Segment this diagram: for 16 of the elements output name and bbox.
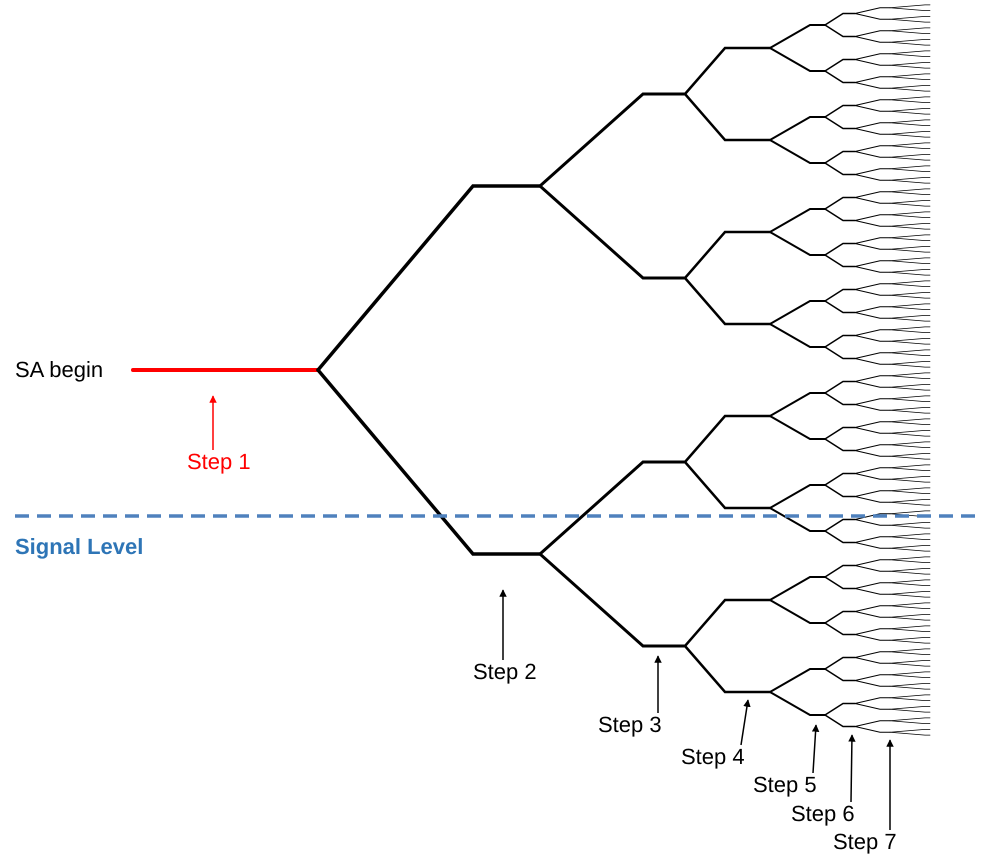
step-label: Step 6 xyxy=(791,802,855,826)
arrow xyxy=(812,724,820,774)
step-label: Step 4 xyxy=(681,745,745,770)
step-label: Step 1 xyxy=(187,450,251,474)
step-label: Step 5 xyxy=(753,773,817,798)
step-label: Step 7 xyxy=(833,830,897,854)
arrow xyxy=(209,395,217,450)
step-label: Step 3 xyxy=(598,713,662,738)
start-label: SA begin xyxy=(15,358,104,382)
arrow xyxy=(740,699,751,746)
arrow xyxy=(848,734,856,802)
level-label: Signal Level xyxy=(15,535,144,560)
arrow xyxy=(886,739,894,830)
step-label: Step 2 xyxy=(473,660,537,684)
arrow xyxy=(654,655,662,713)
arrow xyxy=(499,589,507,660)
